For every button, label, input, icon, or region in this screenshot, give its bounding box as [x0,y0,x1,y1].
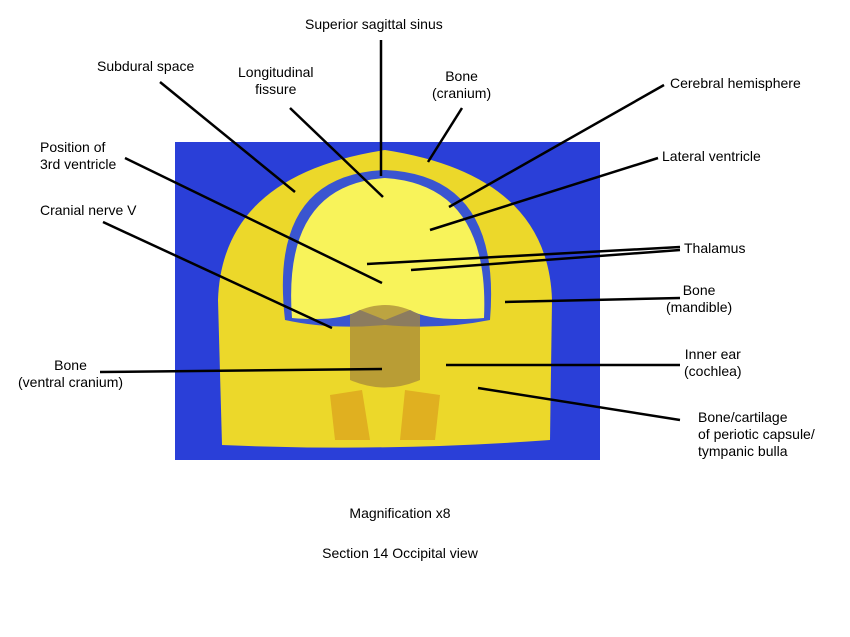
label-cerebral-hemisphere: Cerebral hemisphere [670,75,801,91]
label-bone-cartilage: Bone/cartilage of periotic capsule/ tymp… [698,409,815,460]
brain-region [291,178,485,320]
label-lateral-ventricle: Lateral ventricle [662,148,761,164]
label-line: (ventral cranium) [18,374,124,390]
label-thalamus: Thalamus [684,240,746,256]
label-subdural-space: Subdural space [97,58,195,74]
label-line: Bone [54,357,87,373]
label-line: Bone [445,68,478,84]
label-line: fissure [255,81,297,97]
label-line: tympanic bulla [698,443,788,459]
label-line: 3rd ventricle [40,156,117,172]
label-line: (mandible) [666,299,733,315]
ventral-bone-right [400,390,440,440]
section-caption: Section 14 Occipital view [322,545,478,561]
label-line: Longitudinal [238,64,314,80]
label-line: (cranium) [432,85,492,101]
label-position-3rd-ventricle: Position of 3rd ventricle [40,139,116,173]
label-bone-mandible: Bone (mandible) [666,282,732,316]
magnification-caption: Magnification x8 [349,505,451,521]
label-line: of periotic capsule/ [698,426,815,442]
label-longitudinal-fissure: Longitudinal fissure [238,64,314,98]
label-line: Position of [40,139,106,155]
label-line: (cochlea) [684,363,742,379]
leader-lines [99,40,681,422]
label-line: Bone [682,282,716,298]
label-cranial-nerve-v: Cranial nerve V [40,202,137,218]
brainstem-region [350,305,420,388]
label-inner-ear: Inner ear (cochlea) [684,346,742,380]
label-superior-sagittal-sinus: Superior sagittal sinus [305,16,443,32]
label-bone-cranium: Bone (cranium) [432,68,491,102]
label-bone-ventral-cranium: Bone (ventral cranium) [18,357,123,391]
label-line: Bone/cartilage [698,409,788,425]
ventral-bone-left [330,390,370,440]
label-line: Inner ear [684,346,741,362]
